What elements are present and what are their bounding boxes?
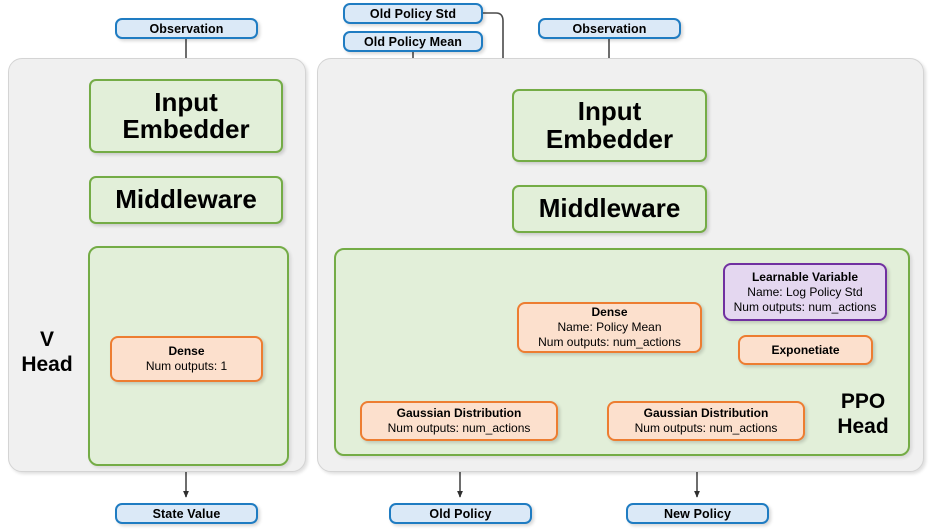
input-observation-left-label: Observation — [149, 21, 224, 36]
ppo-head-dense-title: Dense — [591, 305, 628, 319]
ppo-head-exponetiate-label: Exponetiate — [771, 342, 840, 357]
output-state-value[interactable]: State Value — [115, 503, 258, 524]
v-head-label: V Head — [21, 328, 73, 376]
input-old-policy-std[interactable]: Old Policy Std — [343, 3, 483, 24]
ppo-head-gaussian-distribution-old[interactable]: Gaussian Distribution Num outputs: num_a… — [360, 401, 558, 441]
v-head-middleware[interactable]: Middleware — [89, 176, 283, 224]
output-new-policy[interactable]: New Policy — [626, 503, 769, 524]
ppo-head-dense-name: Name: Policy Mean — [557, 320, 662, 334]
output-new-policy-label: New Policy — [664, 506, 731, 521]
output-old-policy[interactable]: Old Policy — [389, 503, 532, 524]
ppo-head-learnable-variable-name: Name: Log Policy Std — [747, 284, 863, 299]
v-head-middleware-label: Middleware — [115, 184, 257, 215]
ppo-head-dense-policy-mean[interactable]: Dense Name: Policy Mean Num outputs: num… — [517, 302, 702, 353]
output-state-value-label: State Value — [152, 506, 221, 521]
v-head-dense-title: Dense — [168, 344, 205, 358]
input-old-policy-mean[interactable]: Old Policy Mean — [343, 31, 483, 52]
ppo-head-middleware[interactable]: Middleware — [512, 185, 707, 233]
ppo-head-label: PPO Head — [837, 390, 889, 438]
input-observation-right[interactable]: Observation — [538, 18, 681, 39]
input-old-policy-std-label: Old Policy Std — [369, 6, 457, 21]
ppo-head-gaussian-new-title: Gaussian Distribution — [643, 406, 769, 420]
ppo-head-input-embedder-label: Input Embedder — [545, 96, 674, 154]
ppo-head-exponetiate[interactable]: Exponetiate — [738, 335, 873, 365]
input-observation-left[interactable]: Observation — [115, 18, 258, 39]
v-head-input-embedder[interactable]: Input Embedder — [89, 79, 283, 153]
ppo-head-middleware-label: Middleware — [538, 193, 681, 224]
input-old-policy-mean-label: Old Policy Mean — [363, 34, 463, 49]
ppo-head-learnable-variable[interactable]: Learnable Variable Name: Log Policy Std … — [723, 263, 887, 321]
output-old-policy-label: Old Policy — [429, 506, 492, 521]
ppo-head-gaussian-new-num-outputs: Num outputs: num_actions — [634, 421, 778, 435]
input-observation-right-label: Observation — [572, 21, 647, 36]
v-head-dense[interactable]: Dense Num outputs: 1 — [110, 336, 263, 382]
ppo-head-learnable-variable-title: Learnable Variable — [751, 269, 859, 284]
ppo-head-gaussian-old-title: Gaussian Distribution — [396, 406, 522, 420]
ppo-head-dense-num-outputs: Num outputs: num_actions — [538, 335, 681, 349]
v-head-input-embedder-label: Input Embedder — [122, 86, 250, 144]
ppo-head-input-embedder[interactable]: Input Embedder — [512, 89, 707, 162]
ppo-head-gaussian-distribution-new[interactable]: Gaussian Distribution Num outputs: num_a… — [607, 401, 805, 441]
ppo-head-learnable-variable-num-outputs: Num outputs: num_actions — [733, 299, 877, 314]
v-head-dense-num-outputs: Num outputs: 1 — [145, 359, 228, 373]
ppo-head-gaussian-old-num-outputs: Num outputs: num_actions — [387, 421, 531, 435]
